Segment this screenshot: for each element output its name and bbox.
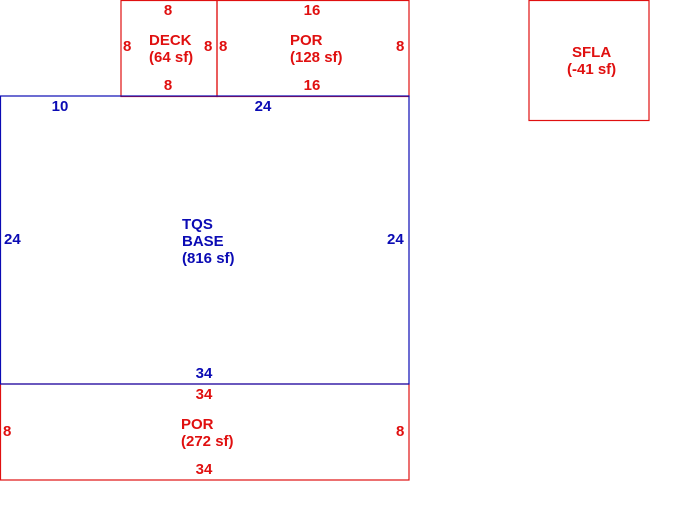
base-outline <box>0 95 410 385</box>
deck-name: DECK <box>149 32 192 49</box>
por-top-area: (128 sf) <box>290 49 343 66</box>
sfla-name: SFLA <box>572 44 612 61</box>
por-bottom-name: POR <box>181 416 214 433</box>
por-bottom-dim-top: 34 <box>195 386 213 403</box>
base-code: TQS <box>182 216 213 233</box>
por-top-dim-left: 8 <box>219 38 228 55</box>
por-bottom-dim-left: 8 <box>3 423 12 440</box>
por-bottom-area-label: POR (272 sf) <box>181 416 234 450</box>
por-bottom-area: (272 sf) <box>181 433 234 450</box>
base-dim-top-right: 24 <box>254 98 272 115</box>
por-top-area-label: POR (128 sf) <box>290 32 343 66</box>
deck-dim-top: 8 <box>163 2 173 19</box>
por-top-dim-bottom: 16 <box>303 77 321 94</box>
deck-dim-left: 8 <box>123 38 132 55</box>
sfla-area: (-41 sf) <box>567 61 617 78</box>
sfla-area-label: SFLA (-41 sf) <box>567 44 616 78</box>
deck-area: (64 sf) <box>149 49 194 66</box>
base-dim-left: 24 <box>4 231 21 248</box>
deck-dim-bottom: 8 <box>163 77 173 94</box>
base-dim-top-left: 10 <box>51 98 69 115</box>
por-bottom-dim-right: 8 <box>396 423 405 440</box>
deck-area-label: DECK (64 sf) <box>149 32 193 66</box>
base-name: BASE <box>182 233 224 250</box>
base-area-label: TQS BASE (816 sf) <box>182 216 235 267</box>
por-top-dim-right: 8 <box>396 38 405 55</box>
por-top-name: POR <box>290 32 323 49</box>
deck-dim-right: 8 <box>204 38 213 55</box>
base-area: (816 sf) <box>182 250 235 267</box>
por-bottom-dim-bottom: 34 <box>195 461 213 478</box>
base-dim-bottom: 34 <box>195 365 213 382</box>
base-dim-right: 24 <box>387 231 404 248</box>
sfla-outline <box>528 0 650 122</box>
por-top-dim-top: 16 <box>303 2 321 19</box>
